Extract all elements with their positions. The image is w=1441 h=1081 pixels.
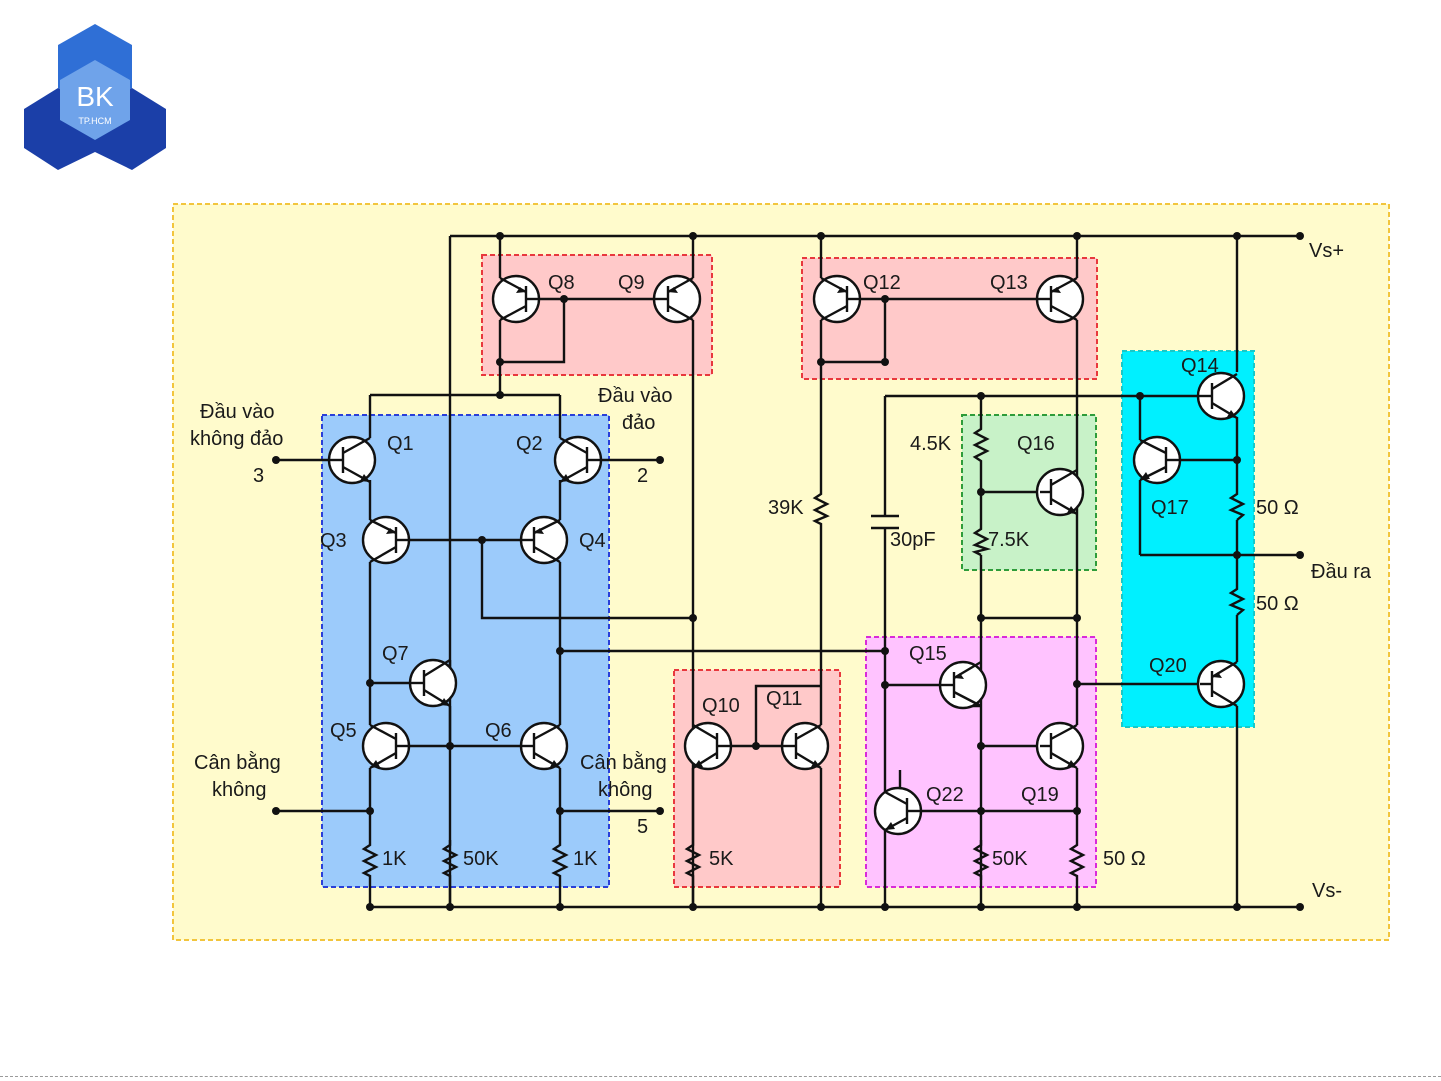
label-r-50-ohm-q14: 50 Ω <box>1256 497 1299 519</box>
q3-transistor <box>363 517 410 563</box>
label-r-7-5k: 7.5K <box>988 529 1030 551</box>
q8-transistor <box>493 276 539 322</box>
q22-transistor <box>875 788 921 834</box>
q5-transistor <box>363 723 410 769</box>
label-q15: Q15 <box>909 643 947 665</box>
label-offset-right-1: Cân bằng <box>580 751 667 774</box>
label-q20: Q20 <box>1149 655 1187 677</box>
label-capacitor: 30pF <box>890 529 936 551</box>
q20-transistor <box>1198 661 1244 707</box>
label-q17: Q17 <box>1151 497 1189 519</box>
label-r-50-ohm-bottom: 50 Ω <box>1103 848 1146 870</box>
q13-transistor <box>1037 276 1083 322</box>
label-q2: Q2 <box>516 433 543 455</box>
label-offset-left-2: không <box>212 779 267 801</box>
label-offset-right-2: không <box>598 779 653 801</box>
bottom-divider <box>0 1076 1441 1077</box>
label-q12: Q12 <box>863 272 901 294</box>
q16-transistor <box>1037 469 1083 515</box>
label-non-inverting-input-2: không đảo <box>190 428 283 450</box>
label-pin-5: 5 <box>637 816 648 838</box>
label-q13: Q13 <box>990 272 1028 294</box>
label-inverting-input-1: Đầu vào <box>598 385 673 407</box>
label-q16: Q16 <box>1017 433 1055 455</box>
label-r-1k-left: 1K <box>382 848 407 870</box>
label-q8: Q8 <box>548 272 575 294</box>
q15-transistor <box>940 662 986 708</box>
label-r-4-5k: 4.5K <box>910 433 952 455</box>
label-vs-plus: Vs+ <box>1309 240 1344 262</box>
label-q9: Q9 <box>618 272 645 294</box>
label-q4: Q4 <box>579 530 606 552</box>
label-q3: Q3 <box>320 530 347 552</box>
label-q7: Q7 <box>382 643 409 665</box>
label-r-50k-mid: 50K <box>463 848 499 870</box>
label-non-inverting-input-1: Đầu vào <box>200 401 275 423</box>
q1-transistor <box>329 437 375 483</box>
label-pin-3: 3 <box>253 465 264 487</box>
label-q19: Q19 <box>1021 784 1059 806</box>
label-r-50-ohm-q20: 50 Ω <box>1256 593 1299 615</box>
q14-transistor <box>1198 373 1244 419</box>
q2-transistor <box>555 437 601 483</box>
label-q10: Q10 <box>702 695 740 717</box>
label-q14: Q14 <box>1181 355 1219 377</box>
label-inverting-input-2: đảo <box>622 412 655 434</box>
q9-transistor <box>654 276 700 322</box>
label-pin-2: 2 <box>637 465 648 487</box>
label-r-39k: 39K <box>768 497 804 519</box>
label-offset-left-1: Cân bằng <box>194 751 281 774</box>
q12-transistor <box>814 276 860 322</box>
label-r-5k: 5K <box>709 848 734 870</box>
label-r-50k-right: 50K <box>992 848 1028 870</box>
label-q11: Q11 <box>766 688 802 710</box>
q6-transistor <box>520 723 567 769</box>
q10-transistor <box>685 723 731 769</box>
label-q22: Q22 <box>926 784 964 806</box>
label-output: Đầu ra <box>1311 561 1372 583</box>
q7-transistor <box>410 660 456 706</box>
label-q5: Q5 <box>330 720 357 742</box>
label-q6: Q6 <box>485 720 512 742</box>
label-vs-minus: Vs- <box>1312 880 1342 902</box>
label-r-1k-right: 1K <box>573 848 598 870</box>
q11-transistor <box>782 723 828 769</box>
q19-transistor <box>1037 723 1083 769</box>
q4-transistor <box>520 517 567 563</box>
q17-transistor <box>1134 437 1180 483</box>
label-q1: Q1 <box>387 433 414 455</box>
